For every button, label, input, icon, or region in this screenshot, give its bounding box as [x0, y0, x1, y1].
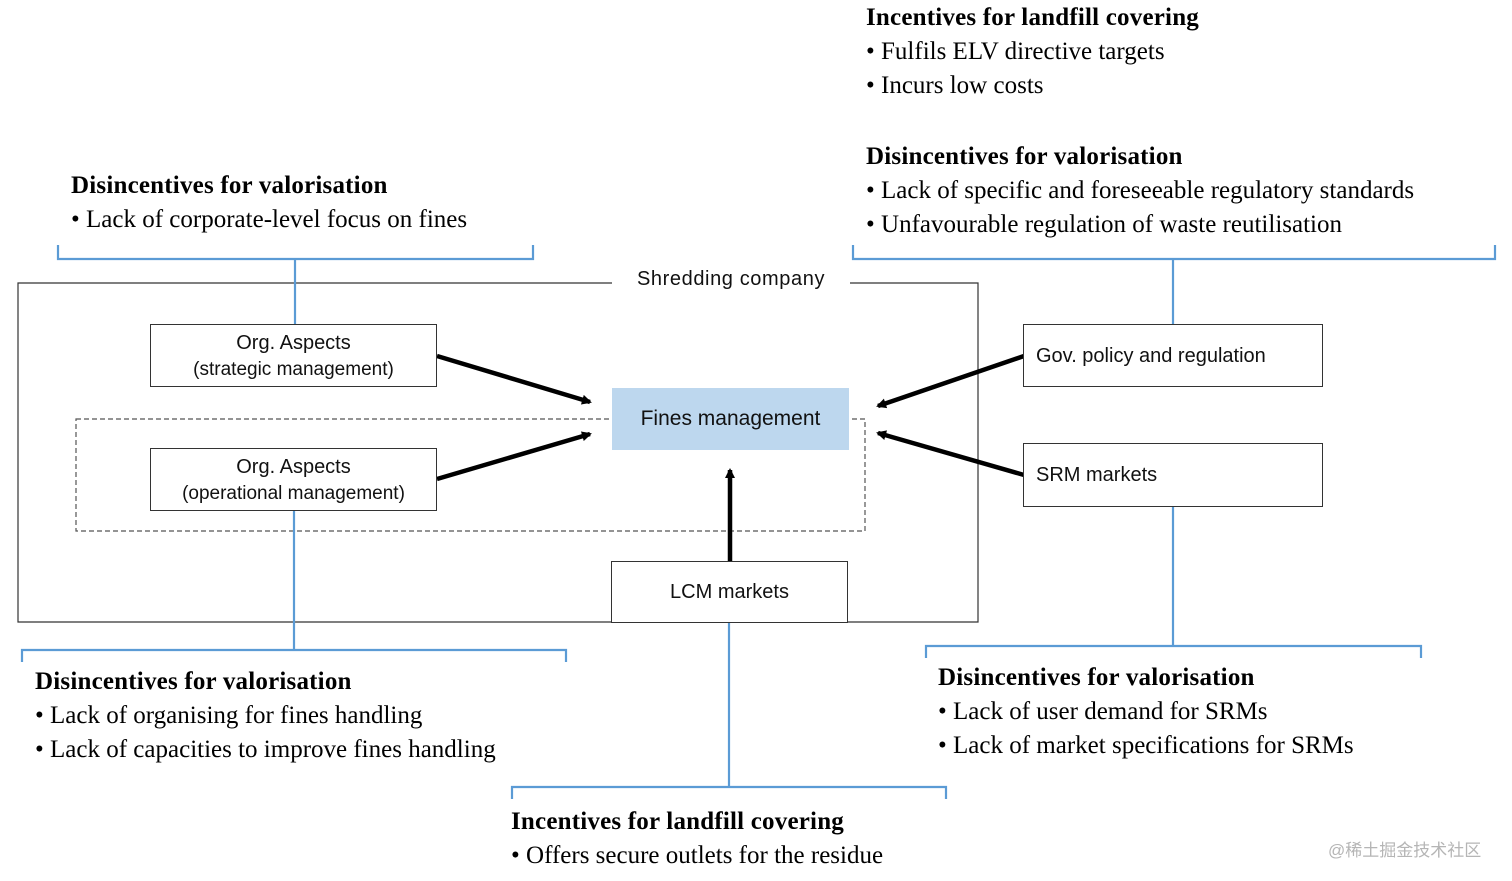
annotation-title: Disincentives for valorisation [938, 664, 1255, 691]
annotation-title: Disincentives for valorisation [866, 143, 1183, 170]
arrow-strategic-to-fines [436, 353, 592, 405]
arrow-gov-to-fines [876, 353, 1025, 409]
org-operational-line1: Org. Aspects [236, 455, 351, 478]
org-strategic-line1: Org. Aspects [236, 331, 351, 354]
annotation-lower-left: Disincentives for valorisation • Lack of… [35, 668, 496, 764]
fines-management-box: Fines management [612, 388, 849, 450]
org-operational-line2: (operational management) [182, 482, 405, 504]
org-operational-box: Org. Aspects (operational management) [150, 448, 437, 511]
annotation-item: • Lack of capacities to improve fines ha… [35, 736, 496, 763]
bracket-upper-right [851, 245, 1497, 261]
lcm-markets-box: LCM markets [611, 561, 848, 623]
annotation-item: • Lack of market specifications for SRMs [938, 732, 1354, 759]
bracket-lower-right [924, 644, 1423, 658]
annotation-item: • Fulfils ELV directive targets [866, 38, 1165, 65]
annotation-item: • Incurs low costs [866, 72, 1044, 99]
shredding-company-label: Shredding company [636, 268, 826, 290]
annotation-upper-left: Disincentives for valorisation • Lack of… [71, 172, 467, 234]
annotation-item: • Lack of user demand for SRMs [938, 698, 1268, 725]
org-strategic-line2: (strategic management) [193, 358, 394, 380]
annotation-title: Disincentives for valorisation [71, 172, 388, 199]
annotation-title: Incentives for landfill covering [511, 808, 844, 835]
bracket-upper-left [56, 245, 535, 261]
annotation-item: • Lack of corporate-level focus on fines [71, 206, 468, 233]
watermark-text: @稀土掘金技术社区 [1328, 841, 1482, 860]
gov-policy-label: Gov. policy and regulation [1036, 344, 1266, 367]
annotation-item: • Offers secure outlets for the residue [511, 842, 884, 869]
bracket-lower-left [20, 648, 568, 662]
annotation-item: • Unfavourable regulation of waste reuti… [866, 211, 1342, 238]
bracket-bottom-center [510, 785, 948, 799]
fines-management-label: Fines management [640, 407, 821, 430]
srm-markets-box: SRM markets [1023, 443, 1323, 507]
annotation-item: • Lack of organising for fines handling [35, 702, 423, 729]
org-strategic-box: Org. Aspects (strategic management) [150, 324, 437, 387]
arrow-srm-to-fines [876, 430, 1025, 478]
annotation-item: • Lack of specific and foreseeable regul… [866, 177, 1415, 204]
srm-markets-label: SRM markets [1036, 464, 1158, 486]
lcm-markets-label: LCM markets [670, 581, 789, 603]
annotation-top-right: Incentives for landfill covering • Fulfi… [866, 4, 1199, 100]
arrow-operational-to-fines [436, 431, 592, 482]
annotation-lower-right: Disincentives for valorisation • Lack of… [938, 664, 1354, 760]
annotation-upper-right: Disincentives for valorisation • Lack of… [866, 143, 1414, 239]
annotation-title: Incentives for landfill covering [866, 4, 1199, 31]
annotation-title: Disincentives for valorisation [35, 668, 352, 695]
gov-policy-box: Gov. policy and regulation [1023, 324, 1323, 387]
annotation-bottom-center: Incentives for landfill covering • Offer… [511, 808, 883, 870]
